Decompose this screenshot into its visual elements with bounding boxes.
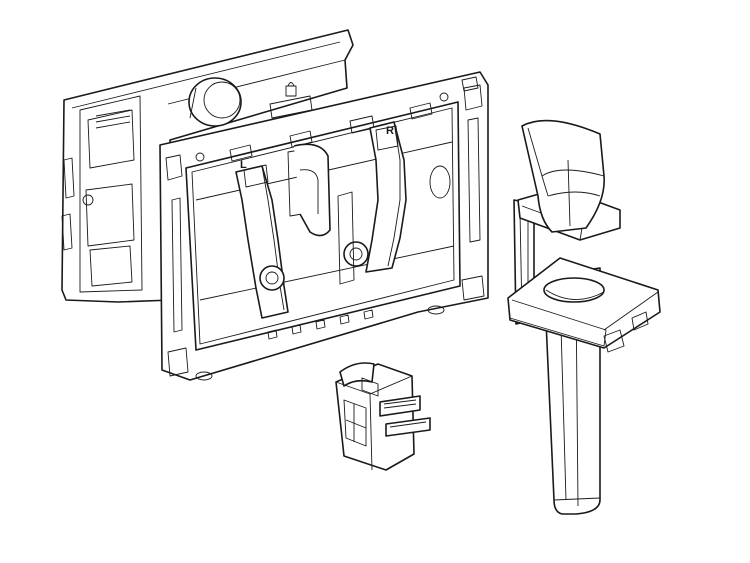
- right-label: R: [386, 125, 394, 137]
- installation-stand: [507, 119, 661, 515]
- back-mounting-plate: [61, 29, 354, 303]
- left-label: L: [240, 159, 247, 171]
- front-frame: L R: [159, 71, 489, 381]
- cartridge-module: [335, 362, 431, 471]
